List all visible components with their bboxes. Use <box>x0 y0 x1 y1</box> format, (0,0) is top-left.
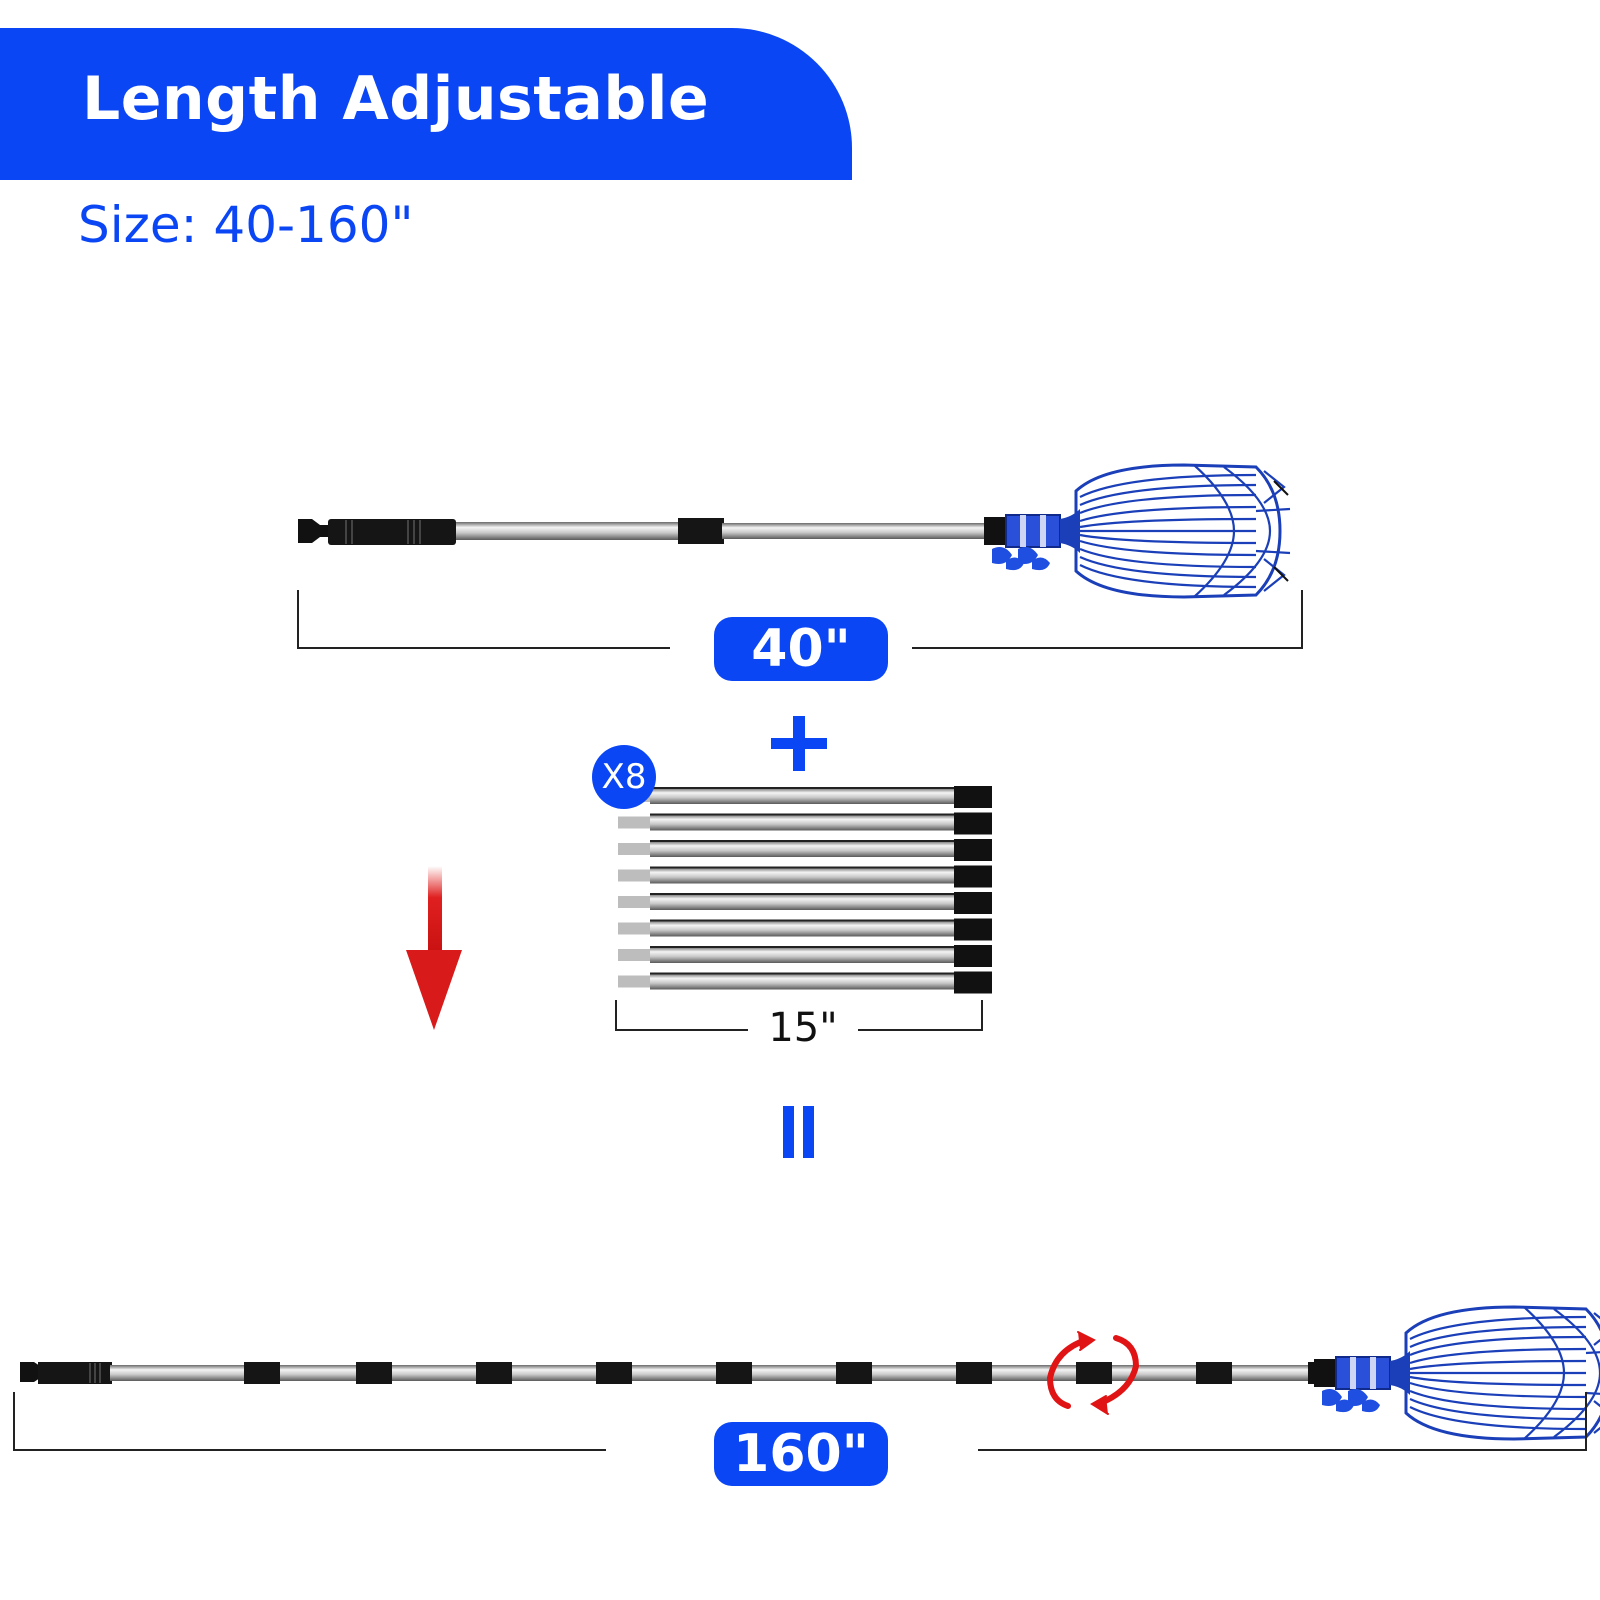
length-badge-40: 40" <box>714 617 888 681</box>
dimension-line-40 <box>297 590 1303 649</box>
quantity-badge: X8 <box>592 745 656 809</box>
equals-icon <box>783 1106 814 1158</box>
fruit-basket-icon <box>982 463 1292 599</box>
size-range-label: Size: 40-160" <box>78 196 414 254</box>
extension-pole <box>618 839 992 861</box>
pole-joint <box>716 1362 752 1384</box>
pole-joint <box>836 1362 872 1384</box>
pole-joint <box>1196 1362 1232 1384</box>
header-banner <box>0 28 852 180</box>
arrow-down-icon <box>406 866 462 1030</box>
extension-pole <box>618 918 992 941</box>
page-title: Length Adjustable <box>82 64 710 134</box>
dimension-line-15 <box>615 1000 983 1031</box>
extension-length-label: 15" <box>748 1005 858 1051</box>
pole-joint <box>244 1362 280 1384</box>
long-pole <box>20 1305 1600 1441</box>
pole-joint <box>356 1362 392 1384</box>
fruit-basket-icon <box>1312 1305 1600 1441</box>
extension-pole <box>618 945 992 967</box>
rotate-icon <box>1046 1331 1140 1415</box>
plus-icon <box>771 716 827 771</box>
extension-pole <box>618 892 992 914</box>
pole-joint <box>596 1362 632 1384</box>
extension-pole <box>618 812 992 835</box>
extension-pole <box>618 865 992 888</box>
dimension-line-160 <box>13 1392 1587 1451</box>
extension-pole <box>618 971 992 994</box>
short-pole <box>298 463 1292 599</box>
pole-joint <box>476 1362 512 1384</box>
pole-joint <box>956 1362 992 1384</box>
extension-pole <box>618 786 992 808</box>
length-badge-160: 160" <box>714 1422 888 1486</box>
extension-poles <box>618 786 992 994</box>
pole-joint <box>1076 1362 1112 1384</box>
